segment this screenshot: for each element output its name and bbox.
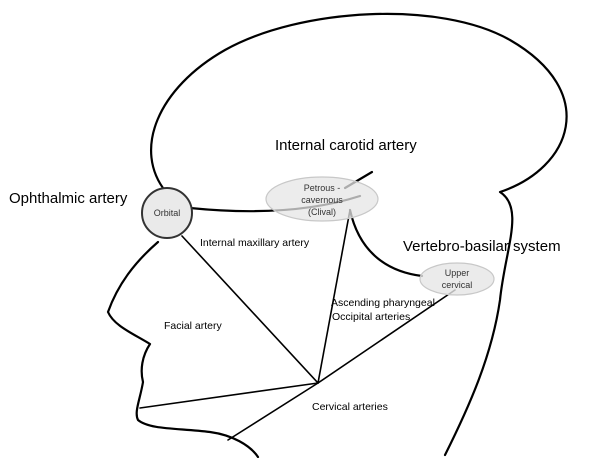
petrous-label-line1: Petrous - — [304, 183, 341, 193]
cervical-descending-line — [228, 383, 318, 440]
internal-maxillary-line — [182, 236, 318, 383]
facial-label: Facial artery — [164, 320, 223, 332]
occipital-label: Occipital arteries — [332, 311, 410, 323]
petrous-label-line3: (Clival) — [308, 207, 336, 217]
upper-cervical-label-line1: Upper — [445, 268, 470, 278]
ophthalmic-label: Ophthalmic artery — [9, 190, 128, 207]
face-profile-outline — [108, 242, 258, 457]
internal-maxillary-label: Internal maxillary artery — [200, 237, 310, 249]
internal-carotid-label: Internal carotid artery — [275, 137, 417, 154]
ascending-pharyngeal-label: Ascending pharyngeal — [331, 297, 435, 309]
orbital-label: Orbital — [154, 208, 181, 218]
cervical-label: Cervical arteries — [312, 401, 388, 413]
upper-cervical-label-line2: cervical — [442, 280, 473, 290]
vertebro-basilar-label: Vertebro-basilar system — [403, 238, 561, 255]
petrous-label-line2: cavernous — [301, 195, 343, 205]
facial-to-cervical-line — [140, 383, 318, 408]
